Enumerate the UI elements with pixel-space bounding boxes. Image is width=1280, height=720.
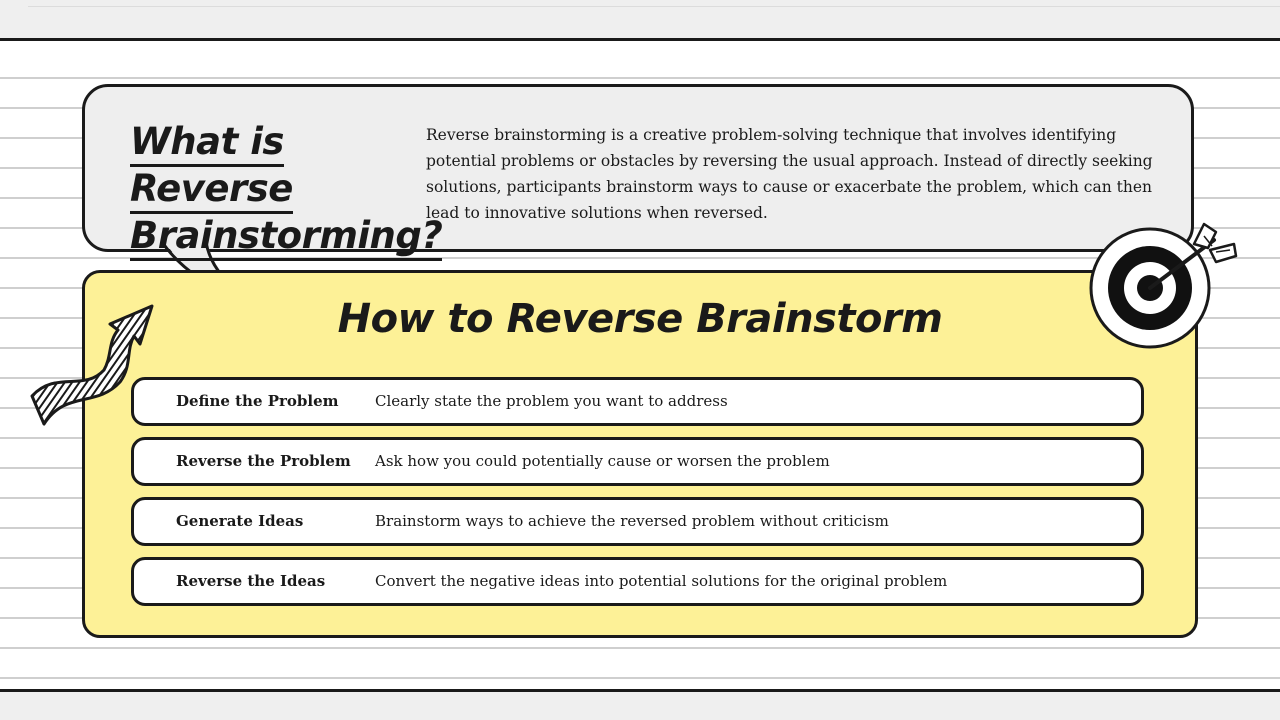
step-row: Generate Ideas Brainstorm ways to achiev… <box>131 497 1144 546</box>
step-row: Define the Problem Clearly state the pro… <box>131 377 1144 426</box>
step-name: Define the Problem <box>176 392 339 410</box>
step-row: Reverse the Problem Ask how you could po… <box>131 437 1144 486</box>
target-icon <box>1089 222 1238 349</box>
step-name: Reverse the Ideas <box>176 572 326 590</box>
definition-title: What is Reverse Brainstorming? <box>130 118 443 261</box>
step-description: Brainstorm ways to achieve the reversed … <box>375 512 889 530</box>
definition-title-line1: What is Reverse <box>130 120 293 214</box>
step-description: Clearly state the problem you want to ad… <box>375 392 728 410</box>
step-name: Reverse the Problem <box>176 452 351 470</box>
zigzag-arrow-icon <box>30 304 154 426</box>
definition-card <box>82 84 1194 252</box>
top-divider <box>28 6 1280 7</box>
howto-title: How to Reverse Brainstorm <box>337 296 943 342</box>
step-row: Reverse the Ideas Convert the negative i… <box>131 557 1144 606</box>
step-description: Ask how you could potentially cause or w… <box>375 452 830 470</box>
definition-title-line2: Brainstorming? <box>130 214 443 261</box>
step-description: Convert the negative ideas into potentia… <box>375 572 948 590</box>
step-name: Generate Ideas <box>176 512 304 530</box>
definition-body: Reverse brainstorming is a creative prob… <box>426 126 1153 222</box>
